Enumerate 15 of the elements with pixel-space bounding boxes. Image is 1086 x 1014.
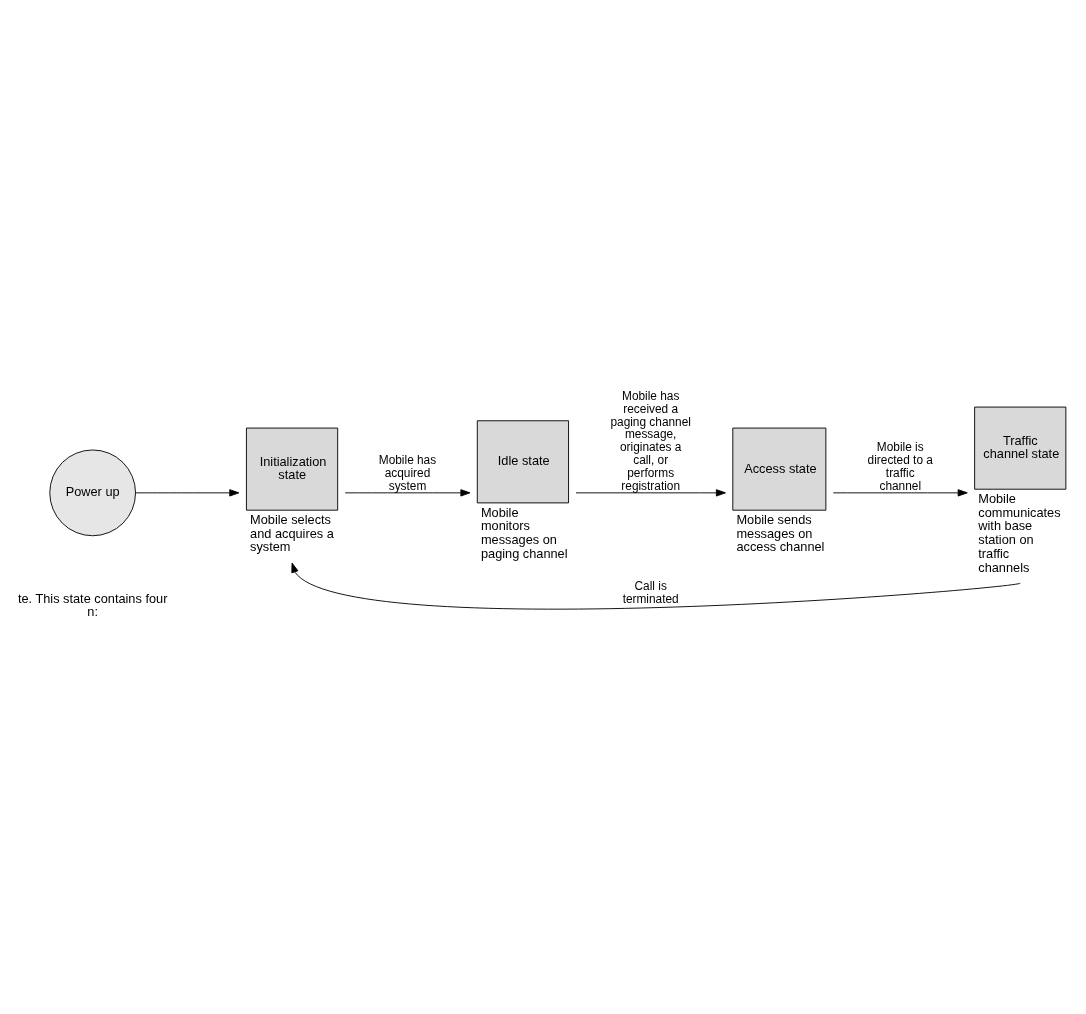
edge-label: Mobile has received a paging channel message, originates a call, or performs registration (610, 389, 691, 493)
node-label: Mobile selects and acquires a system (250, 512, 334, 555)
arrow (291, 562, 1021, 610)
node-label: Mobile monitors messages on paging channel (480, 504, 568, 561)
edge-label: Mobile has acquired system (378, 453, 437, 493)
node-label: Mobile sends messages on access channel (736, 512, 825, 555)
edge-label: Call is terminated (622, 578, 679, 606)
arrow (135, 489, 240, 497)
arrow (575, 489, 726, 497)
arrow (344, 489, 471, 497)
arrow (832, 489, 968, 497)
edge-label: Mobile is directed to a traffic channel (867, 440, 933, 493)
node-label: Mobile communicates with base station on traffic channels (978, 491, 1061, 575)
node-circle: Power up (49, 449, 136, 537)
label: te. This state contains four n: (17, 590, 168, 620)
